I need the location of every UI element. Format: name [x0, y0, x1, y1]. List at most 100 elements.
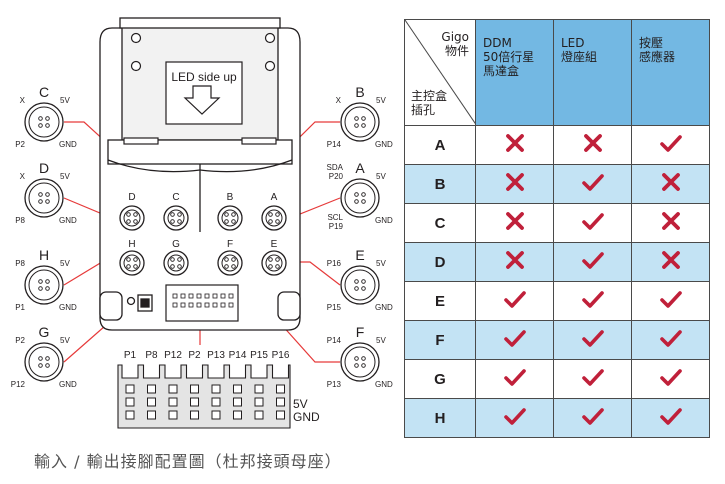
cross-icon — [660, 249, 682, 271]
board-header-socket — [165, 284, 239, 322]
board-port-pin — [133, 257, 138, 262]
board-port-pin — [133, 219, 138, 224]
connector-right-pin: 5V — [60, 259, 70, 268]
board-port-pin — [133, 264, 138, 269]
check-icon — [503, 327, 526, 349]
flap-hinge-left — [123, 137, 159, 145]
compat-cell — [553, 242, 632, 282]
connector-socket-pin — [354, 199, 359, 204]
compat-cell — [475, 398, 554, 438]
connector-letter: B — [355, 84, 364, 100]
row-port-label: B — [404, 164, 476, 204]
compat-cell — [553, 320, 632, 360]
board-header-pin — [188, 302, 194, 308]
board-port-pin — [126, 257, 131, 262]
header-row-label: GND — [293, 410, 320, 424]
screw-icon — [264, 32, 276, 44]
connector-socket-pin — [361, 279, 366, 284]
row-port-label: A — [404, 125, 476, 165]
connector-socket-pin — [361, 192, 366, 197]
connector-bottom-left-pin: P12 — [11, 380, 26, 389]
check-icon — [581, 288, 604, 310]
board-curve-right — [199, 159, 293, 173]
dupont-pin — [233, 384, 242, 394]
header-pin-label: P14 — [229, 350, 247, 361]
connector-socket-pin — [38, 363, 43, 368]
connector-socket-pin — [354, 116, 359, 121]
board-bottom-right-notch — [277, 291, 301, 321]
row-port-label: G — [404, 359, 476, 399]
board-port-label: A — [271, 192, 278, 203]
connector-bottom-right-pin: GND — [59, 380, 77, 389]
connector-letter: F — [356, 324, 365, 340]
board-port-pin — [268, 264, 273, 269]
connector-left-pin: SDA — [327, 163, 344, 172]
dupont-pin — [168, 397, 178, 407]
check-icon — [659, 405, 682, 427]
connector-right-pin: 5V — [376, 259, 386, 268]
board-header-pin — [180, 293, 186, 299]
table-row: B — [404, 164, 710, 204]
row-port-label: E — [404, 281, 476, 321]
dupont-pin — [125, 384, 135, 394]
board-port-label: B — [227, 192, 234, 203]
cross-icon — [660, 171, 682, 193]
screw-icon — [130, 60, 142, 72]
switch-knob — [140, 298, 150, 308]
check-icon — [581, 327, 604, 349]
connector-socket-pin — [45, 192, 50, 197]
dupont-pin — [168, 410, 178, 420]
header-pin-label: P8 — [145, 350, 158, 361]
dupont-pin — [211, 397, 221, 407]
connector-bottom-right-pin: GND — [375, 380, 393, 389]
board-header-pin — [172, 302, 178, 308]
connector-left-pin: X — [20, 172, 26, 181]
compat-cell — [631, 242, 710, 282]
board-header-pin — [228, 293, 234, 299]
compatibility-table: Gigo 物件 主控盒 插孔 DDM 50倍行星 馬達盒 LED 燈座組 按壓 … — [404, 19, 710, 438]
cross-icon — [660, 210, 682, 232]
compat-cell — [631, 125, 710, 165]
table-row: D — [404, 242, 710, 282]
header-pin-label: P1 — [124, 350, 137, 361]
board-port-label: G — [172, 239, 180, 250]
compat-cell — [553, 281, 632, 321]
dupont-pin — [190, 410, 199, 420]
connector-socket-pin — [38, 279, 43, 284]
board-header-pin — [196, 293, 202, 299]
cross-icon — [504, 210, 526, 232]
board-port-pin — [231, 219, 236, 224]
connector-socket-inner — [28, 106, 60, 138]
board-port-pin — [170, 212, 175, 217]
compat-cell — [553, 359, 632, 399]
connector-bottom-right-pin: GND — [375, 216, 393, 225]
connector-socket-pin — [361, 199, 366, 204]
compat-cell — [475, 320, 554, 360]
board-port-pin — [126, 219, 131, 224]
connector-left-pin: P8 — [15, 259, 25, 268]
compat-cell — [475, 242, 554, 282]
connector-bottom-left-pin: P13 — [327, 380, 342, 389]
connector-socket-inner — [344, 182, 376, 214]
board-port-inner — [167, 254, 185, 272]
compat-cell — [475, 164, 554, 204]
cross-icon — [504, 171, 526, 193]
dupont-pin — [147, 410, 156, 420]
row-port-label: F — [404, 320, 476, 360]
board-port-pin — [268, 257, 273, 262]
table-row: G — [404, 359, 710, 399]
compat-cell — [631, 203, 710, 243]
board-port-pin — [275, 264, 280, 269]
connector-bottom-left-pin: P19 — [329, 222, 344, 231]
connector-socket-pin — [361, 286, 366, 291]
screw-icon — [130, 32, 142, 44]
board-top-tab — [119, 17, 281, 29]
connector-socket-pin — [354, 192, 359, 197]
header-pin-label: P12 — [164, 350, 182, 361]
